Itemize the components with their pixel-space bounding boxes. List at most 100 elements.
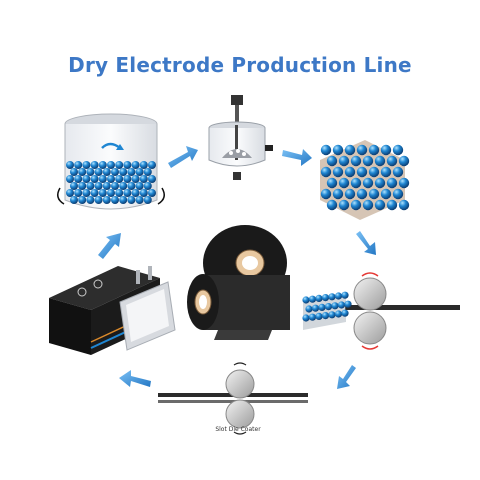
particle xyxy=(374,199,386,211)
particle xyxy=(356,144,368,156)
particle xyxy=(127,196,136,204)
arrow-4-icon xyxy=(337,365,356,389)
particle xyxy=(308,295,317,303)
particle xyxy=(328,311,336,319)
particle xyxy=(392,166,404,178)
particle xyxy=(302,314,310,322)
particle xyxy=(135,168,144,176)
particle xyxy=(321,294,330,302)
particle xyxy=(131,175,140,183)
particle xyxy=(320,144,332,156)
particle xyxy=(332,188,344,200)
particle xyxy=(70,196,78,204)
particle xyxy=(398,155,410,167)
particle xyxy=(362,155,374,167)
particle xyxy=(119,182,128,190)
particle xyxy=(66,189,74,197)
particle xyxy=(386,199,398,211)
network-particles xyxy=(320,144,410,211)
particle xyxy=(70,182,78,190)
particle xyxy=(321,312,330,320)
particle xyxy=(350,177,362,189)
particle xyxy=(344,144,356,156)
particle xyxy=(127,168,136,176)
particle xyxy=(315,312,323,320)
particle xyxy=(143,182,152,190)
particle xyxy=(90,189,99,197)
particle xyxy=(90,175,99,183)
particle xyxy=(334,310,343,318)
particle xyxy=(338,199,350,211)
particle xyxy=(326,155,338,167)
particle xyxy=(350,155,362,167)
particle xyxy=(356,188,368,200)
particle xyxy=(344,188,356,200)
particle xyxy=(356,166,368,178)
particle xyxy=(302,296,310,304)
particle xyxy=(123,161,132,169)
particle xyxy=(78,168,87,176)
particle xyxy=(94,196,103,204)
particle xyxy=(115,189,124,197)
particle xyxy=(308,313,317,321)
particle xyxy=(139,161,148,169)
particle xyxy=(139,175,148,183)
particle xyxy=(368,166,380,178)
arrow-1-icon xyxy=(168,146,198,168)
particle xyxy=(398,199,410,211)
particle xyxy=(102,196,111,204)
particle xyxy=(320,188,332,200)
particle xyxy=(98,175,107,183)
particle xyxy=(148,161,156,169)
slot-die-coater xyxy=(158,362,308,435)
particle xyxy=(74,161,83,169)
particle xyxy=(332,166,344,178)
particle xyxy=(148,175,156,183)
particle xyxy=(123,189,132,197)
particle xyxy=(74,175,83,183)
particle xyxy=(392,188,404,200)
particle xyxy=(139,189,148,197)
particle xyxy=(326,177,338,189)
beaker-particles xyxy=(66,161,156,204)
particle xyxy=(131,161,140,169)
battery-cells xyxy=(49,266,176,355)
particle xyxy=(98,161,107,169)
particle xyxy=(78,196,87,204)
flow-arrows xyxy=(98,146,376,389)
particle xyxy=(143,196,152,204)
particle-network xyxy=(320,140,410,220)
particle xyxy=(107,161,115,169)
stirred-tank xyxy=(208,95,273,180)
particle xyxy=(82,161,91,169)
particle xyxy=(70,168,78,176)
particle xyxy=(324,303,333,311)
particle xyxy=(392,144,404,156)
particle xyxy=(94,182,103,190)
particle xyxy=(398,177,410,189)
particle xyxy=(82,189,91,197)
arrow-6-icon xyxy=(98,233,121,259)
particle xyxy=(127,182,136,190)
particle xyxy=(86,168,95,176)
particle xyxy=(374,177,386,189)
particle xyxy=(344,166,356,178)
particle xyxy=(111,168,119,176)
particle xyxy=(326,199,338,211)
particle xyxy=(135,196,144,204)
particle xyxy=(380,144,392,156)
rotation-icon xyxy=(101,142,124,150)
slot-die-label: Slot Die Coater xyxy=(215,426,261,433)
particle xyxy=(119,196,128,204)
particle xyxy=(338,177,350,189)
particle xyxy=(131,189,140,197)
particle xyxy=(338,155,350,167)
particle xyxy=(82,175,91,183)
particle xyxy=(380,166,392,178)
press-particles xyxy=(302,291,352,322)
particle xyxy=(341,309,349,317)
particle xyxy=(86,196,95,204)
particle xyxy=(115,175,124,183)
particle xyxy=(328,293,336,301)
